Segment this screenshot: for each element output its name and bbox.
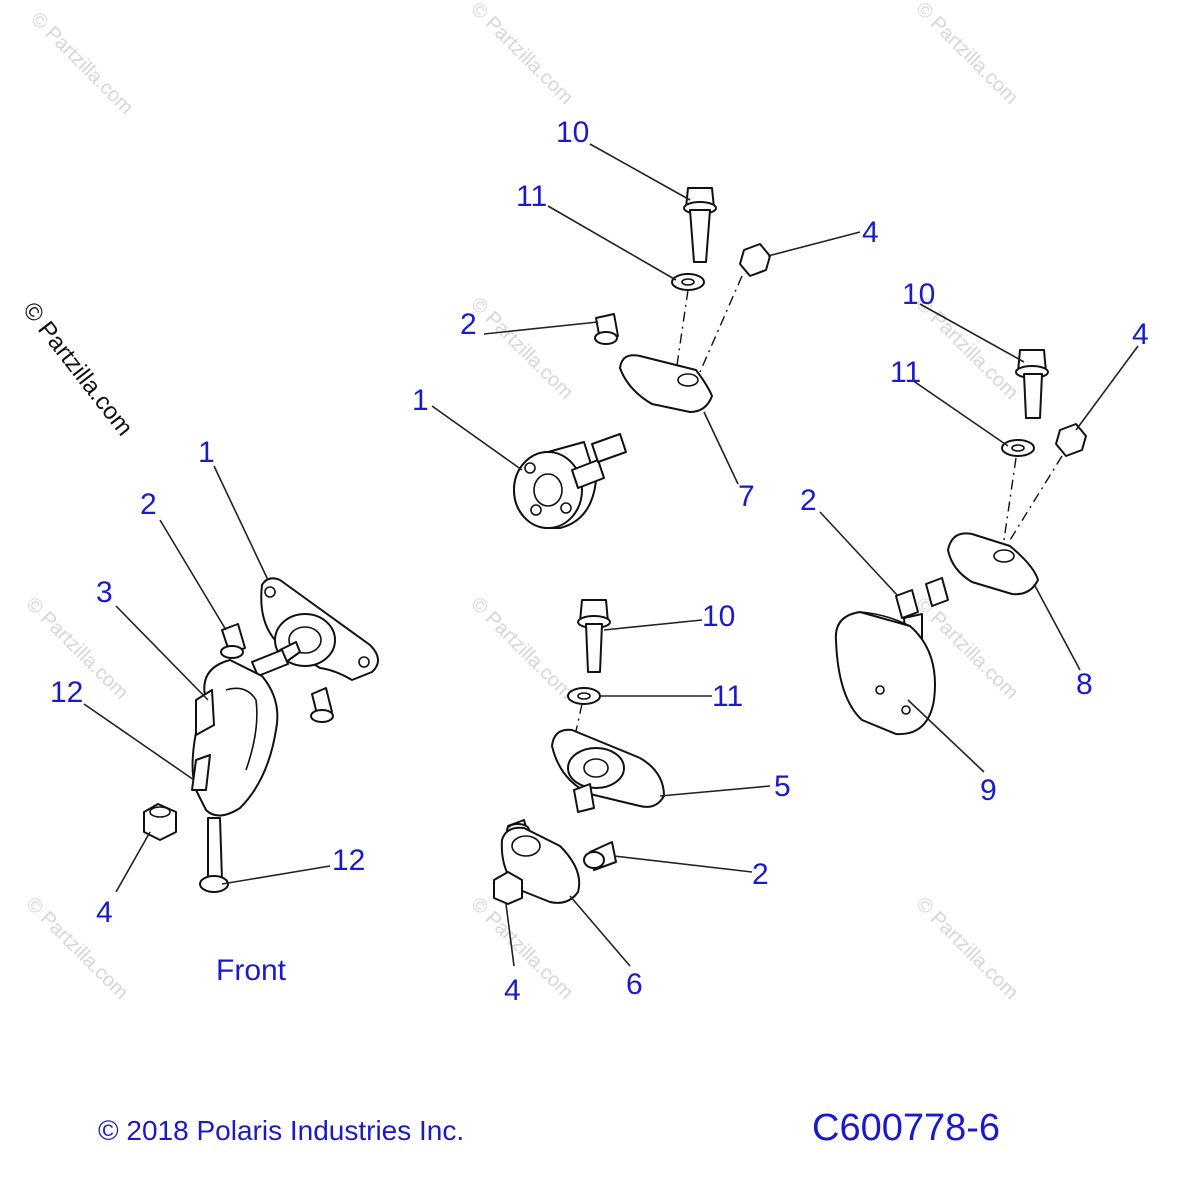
front-caption: Front (216, 954, 287, 987)
engine-bracket-3 (191, 659, 279, 817)
watermark: © Partzilla.com (466, 593, 577, 704)
engine-mount-1-top (513, 433, 627, 529)
nut-4-bottom (493, 871, 523, 905)
callouts: 1 2 3 12 4 12 10 11 4 2 1 7 10 11 4 2 8 … (50, 116, 1149, 1007)
callout-3: 3 (96, 576, 113, 609)
callout-6: 6 (626, 968, 643, 1001)
callout-10: 10 (556, 116, 589, 149)
engine-mount-9 (834, 611, 936, 736)
callout-11: 11 (712, 680, 743, 713)
watermark: © Partzilla.com (466, 293, 577, 404)
callout-1: 1 (412, 384, 429, 417)
callout-2: 2 (752, 858, 769, 891)
bolt-2-front-b (310, 687, 334, 723)
bolt-2-front (220, 623, 246, 659)
callout-5: 5 (774, 770, 791, 803)
callout-4: 4 (862, 216, 879, 249)
nut-4-top (739, 243, 771, 277)
top-middle-assembly (513, 187, 771, 529)
bracket-8 (947, 532, 1039, 596)
callout-4: 4 (504, 974, 521, 1007)
watermark: © Partzilla.com (911, 893, 1022, 1004)
nut-4-front (143, 803, 177, 841)
callout-12: 12 (332, 844, 365, 877)
watermark: © Partzilla.com (21, 893, 132, 1004)
callout-10: 10 (902, 278, 935, 311)
callout-1: 1 (198, 436, 215, 469)
callout-4: 4 (1132, 318, 1149, 351)
callout-10: 10 (702, 600, 735, 633)
watermark: © Partzilla.com (911, 0, 1022, 109)
callout-2: 2 (800, 484, 817, 517)
right-assembly (834, 349, 1087, 736)
callout-2: 2 (460, 308, 477, 341)
diagram-id: C600778-6 (812, 1107, 1000, 1149)
bolt-2-top (594, 313, 619, 345)
side-watermark: © Partzilla.com (17, 297, 138, 441)
bolt-10-right (1015, 349, 1049, 419)
nut-4-right (1055, 423, 1087, 457)
bolt-12-front (199, 817, 229, 893)
washer-11-top (671, 273, 705, 291)
callout-8: 8 (1076, 668, 1093, 701)
engine-mount-1-front (251, 577, 379, 681)
callout-2: 2 (140, 488, 157, 521)
bolt-10-bottom (577, 599, 611, 673)
front-assembly (143, 577, 379, 893)
callout-9: 9 (980, 774, 997, 807)
copyright-text: © 2018 Polaris Industries Inc. (98, 1115, 464, 1146)
callout-4: 4 (96, 896, 113, 929)
watermark: © Partzilla.com (26, 8, 137, 119)
callout-11: 11 (516, 180, 547, 213)
bottom-middle-assembly (493, 599, 665, 905)
watermark: © Partzilla.com (466, 893, 577, 1004)
callout-11: 11 (890, 356, 921, 389)
bolt-2-bottom-b (583, 841, 617, 871)
callout-7: 7 (738, 480, 755, 513)
engine-mount-5 (551, 728, 665, 813)
callout-12: 12 (50, 676, 83, 709)
watermark: © Partzilla.com (466, 0, 577, 109)
bolt-10-top (683, 187, 717, 263)
washer-11-right (1001, 439, 1035, 457)
washer-11-bottom (567, 687, 601, 705)
bracket-7 (619, 354, 713, 413)
leader-lines (83, 143, 1139, 967)
